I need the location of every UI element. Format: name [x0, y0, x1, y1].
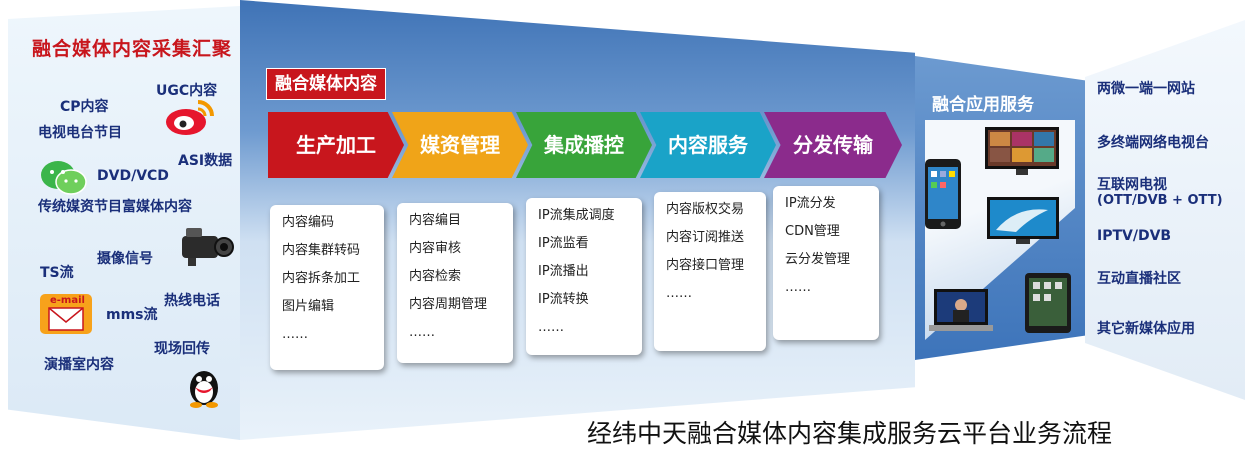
list-item: 内容拆条加工: [282, 271, 361, 286]
stage-asset-management: 媒资管理: [392, 112, 528, 178]
list-item: 云分发管理: [785, 252, 851, 267]
source-mms: mms流: [106, 307, 158, 323]
list-item: 图片编辑: [282, 299, 335, 314]
stage-content-service-card: 内容版权交易 内容订阅推送 内容接口管理 ……: [654, 192, 766, 351]
list-item: IP流分发: [785, 196, 836, 211]
list-item: 内容集群转码: [282, 243, 361, 258]
list-item: CDN管理: [785, 224, 840, 239]
source-live: 现场回传: [154, 341, 210, 357]
list-item: IP流监看: [538, 236, 589, 251]
service-panel: [1085, 20, 1245, 400]
camera-icon: [182, 228, 234, 266]
process-title: 融合媒体内容: [266, 68, 386, 100]
stage-distribution: 分发传输: [764, 112, 902, 178]
source-studio: 演播室内容: [44, 357, 114, 373]
list-item: 内容接口管理: [666, 258, 745, 273]
list-item: ……: [409, 325, 435, 340]
service-other-media: 其它新媒体应用: [1097, 321, 1195, 337]
list-item: IP流转换: [538, 292, 589, 307]
qq-icon: [190, 371, 218, 408]
service-multi-terminal-tv: 多终端网络电视台: [1097, 135, 1209, 151]
email-icon-text: e-mail: [50, 295, 85, 306]
source-cp: CP内容: [60, 99, 109, 115]
stage-integration-control-card: IP流集成调度 IP流监看 IP流播出 IP流转换 ……: [526, 198, 642, 355]
source-panel: 融合媒体内容采集汇聚: [8, 6, 240, 440]
source-hotline: 热线电话: [164, 293, 220, 309]
laptop-icon: [929, 289, 993, 331]
source-ugc: UGC内容: [156, 83, 218, 99]
service-iptv: IPTV/DVB: [1097, 228, 1172, 244]
list-item: 内容版权交易: [666, 202, 745, 217]
service-live-community: 互动直播社区: [1097, 271, 1181, 287]
weibo-icon: [166, 100, 214, 135]
list-item: 内容周期管理: [409, 297, 488, 312]
source-asi: ASI数据: [178, 153, 233, 169]
service-internet-tv: 互联网电视: [1097, 177, 1167, 193]
source-panel-title: 融合媒体内容采集汇聚: [32, 38, 233, 60]
list-item: ……: [282, 327, 308, 342]
source-tv-radio: 电视电台节目: [38, 125, 122, 141]
list-item: IP流播出: [538, 264, 589, 279]
source-dvd: DVD/VCD: [97, 168, 169, 184]
stage-production: 生产加工: [268, 112, 404, 178]
list-item: 内容检索: [409, 269, 462, 284]
source-camera: 摄像信号: [97, 251, 153, 267]
application-panel-title: 融合应用服务: [932, 95, 1034, 115]
diagram-caption: 经纬中天融合媒体内容集成服务云平台业务流程: [587, 419, 1113, 448]
wechat-icon: [41, 161, 87, 195]
list-item: 内容编码: [282, 215, 335, 230]
list-item: ……: [538, 320, 564, 335]
list-item: IP流集成调度: [538, 208, 615, 223]
list-item: ……: [666, 286, 692, 301]
email-icon: e-mail: [40, 294, 92, 334]
smartphone-icon: [925, 159, 961, 229]
list-item: 内容订阅推送: [666, 230, 745, 245]
smart-tv-icon: [987, 197, 1059, 244]
list-item: 内容审核: [409, 241, 462, 256]
source-ts: TS流: [40, 265, 74, 281]
service-internet-tv-detail: (OTT/DVB + OTT): [1097, 193, 1223, 208]
service-wechat-weibo-app-site: 两微一端一网站: [1097, 81, 1195, 97]
stage-integration-control: 集成播控: [516, 112, 652, 178]
stage-asset-management-card: 内容编目 内容审核 内容检索 内容周期管理 ……: [397, 203, 513, 363]
tablet-icon: [1025, 273, 1071, 333]
tv-icon: [985, 127, 1059, 175]
stage-content-service: 内容服务: [640, 112, 776, 178]
stage-distribution-card: IP流分发 CDN管理 云分发管理 ……: [773, 186, 879, 340]
list-item: 内容编目: [409, 213, 462, 228]
source-traditional: 传统媒资节目富媒体内容: [38, 199, 192, 215]
stage-production-card: 内容编码 内容集群转码 内容拆条加工 图片编辑 ……: [270, 205, 384, 370]
list-item: ……: [785, 280, 811, 295]
